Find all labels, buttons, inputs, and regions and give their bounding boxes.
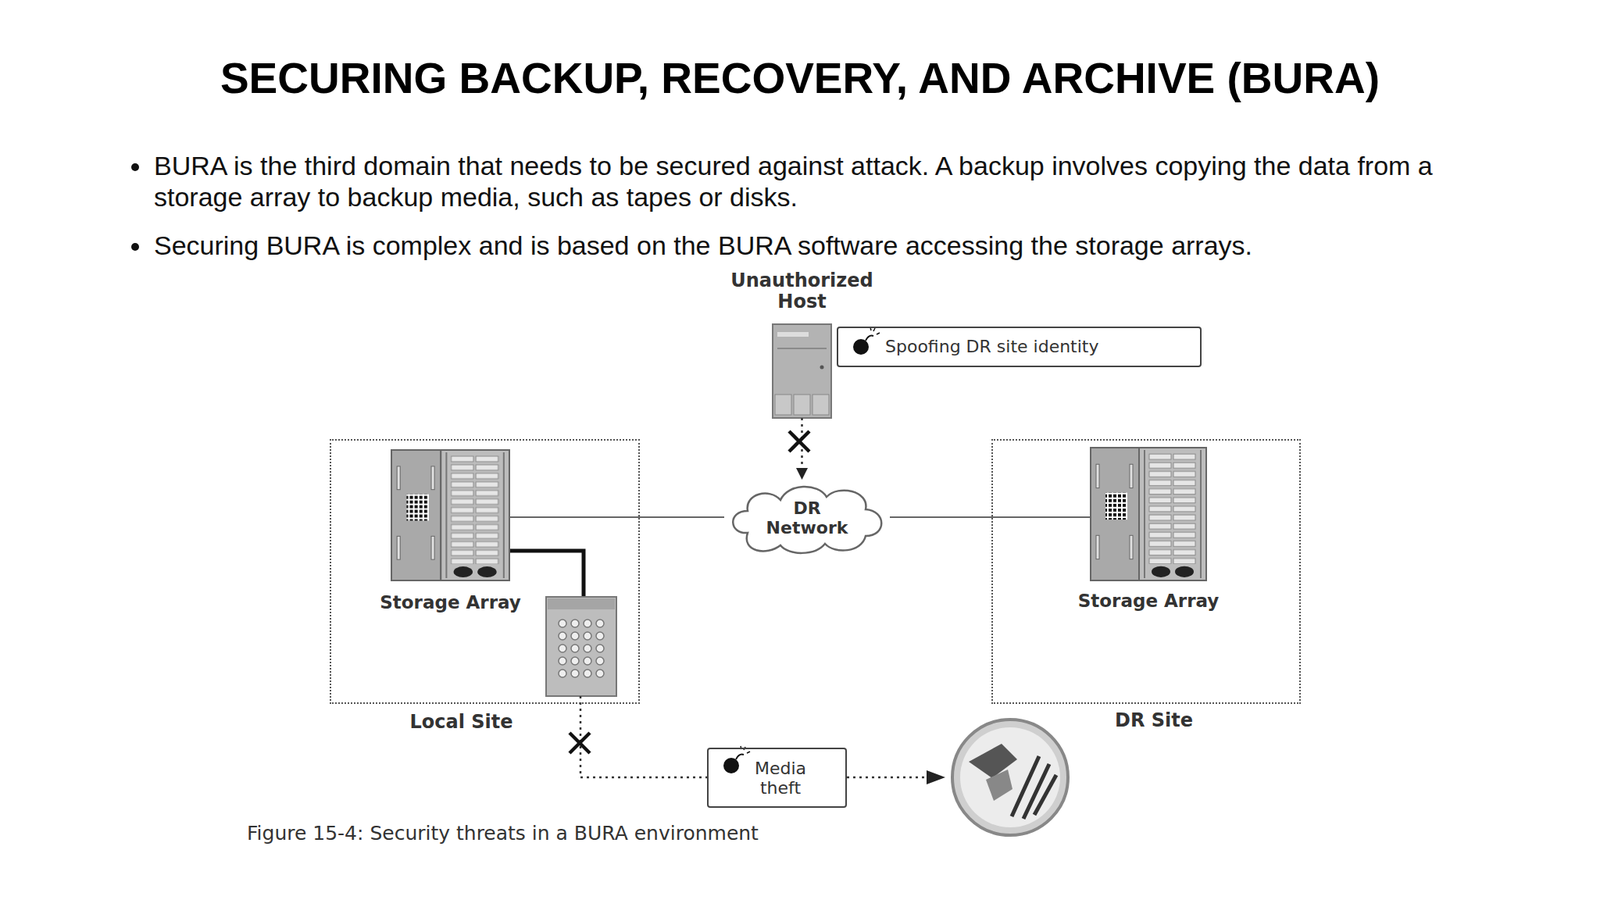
block-x <box>789 431 810 452</box>
network-cloud: DR Network <box>724 479 890 557</box>
tape-library-icon <box>546 596 617 697</box>
bomb-icon <box>723 746 750 774</box>
thief-circle <box>952 719 1068 836</box>
server-bay <box>812 394 829 415</box>
server-bay <box>793 394 811 415</box>
bomb-fuse <box>865 335 874 341</box>
storage-array-icon <box>391 450 510 581</box>
site-boundary: DR SiteStorage Array <box>991 439 1301 704</box>
bullet-list: BURA is the third domain that needs to b… <box>152 150 1473 279</box>
x-stroke <box>789 431 810 452</box>
thief-face <box>985 769 1013 801</box>
thief-hat <box>968 743 1018 779</box>
bomb-spark <box>870 327 880 335</box>
thief-icon <box>952 719 1068 836</box>
theft-arrow <box>846 776 930 779</box>
slide-title: SECURING BACKUP, RECOVERY, AND ARCHIVE (… <box>0 53 1600 104</box>
thief-stripe <box>1034 775 1057 815</box>
server-bay <box>775 394 792 415</box>
node-label: Local Site <box>409 711 513 734</box>
host-node: Unauthorized Host <box>772 324 832 418</box>
tape-slots <box>556 617 607 680</box>
storage-array-node: Storage Array <box>390 449 511 582</box>
x-stroke <box>569 732 590 754</box>
node-label: DR Network <box>758 498 857 539</box>
arrow-head <box>926 770 946 785</box>
thief-inner <box>960 727 1061 828</box>
connector <box>889 516 1090 518</box>
threat-callout: Spoofing DR site identity <box>836 326 1202 368</box>
host-server-icon <box>772 324 832 418</box>
thief-stripe <box>1011 756 1040 817</box>
tape-body <box>546 596 617 697</box>
x-stroke <box>789 431 810 452</box>
bullet-text: Securing BURA is complex and is based on… <box>152 229 1473 261</box>
server-line <box>777 347 827 350</box>
bomb-fuse <box>735 754 744 760</box>
bomb-body <box>723 757 740 774</box>
site-boundary: Local SiteStorage Array <box>329 439 640 704</box>
node-label: Storage Array <box>379 592 522 613</box>
threat-callout: Media theft <box>707 747 847 808</box>
server-body <box>772 324 832 418</box>
bomb-icon <box>853 327 880 355</box>
connector <box>800 417 804 480</box>
media-path <box>580 696 708 778</box>
node-label: Unauthorized Host <box>708 270 897 314</box>
figure-caption: Figure 15-4: Security threats in a BURA … <box>246 821 759 845</box>
connector <box>510 516 725 518</box>
storage-array-node: Storage Array <box>1089 446 1208 582</box>
bullet-text: BURA is the third domain that needs to b… <box>152 150 1473 213</box>
tape-top <box>547 598 615 610</box>
server-button <box>820 365 825 370</box>
x-stroke <box>569 732 590 754</box>
server-panel <box>777 332 809 337</box>
cloud-path <box>732 486 882 554</box>
node-label: Media theft <box>741 757 820 798</box>
array-tape-link <box>510 550 584 597</box>
node-label: Storage Array <box>1078 590 1220 611</box>
node-label: Spoofing DR site identity <box>885 336 1100 357</box>
block-x <box>569 732 590 754</box>
bomb-body <box>853 339 869 355</box>
node-label: DR Site <box>1114 710 1193 733</box>
storage-array-icon <box>1090 447 1207 581</box>
